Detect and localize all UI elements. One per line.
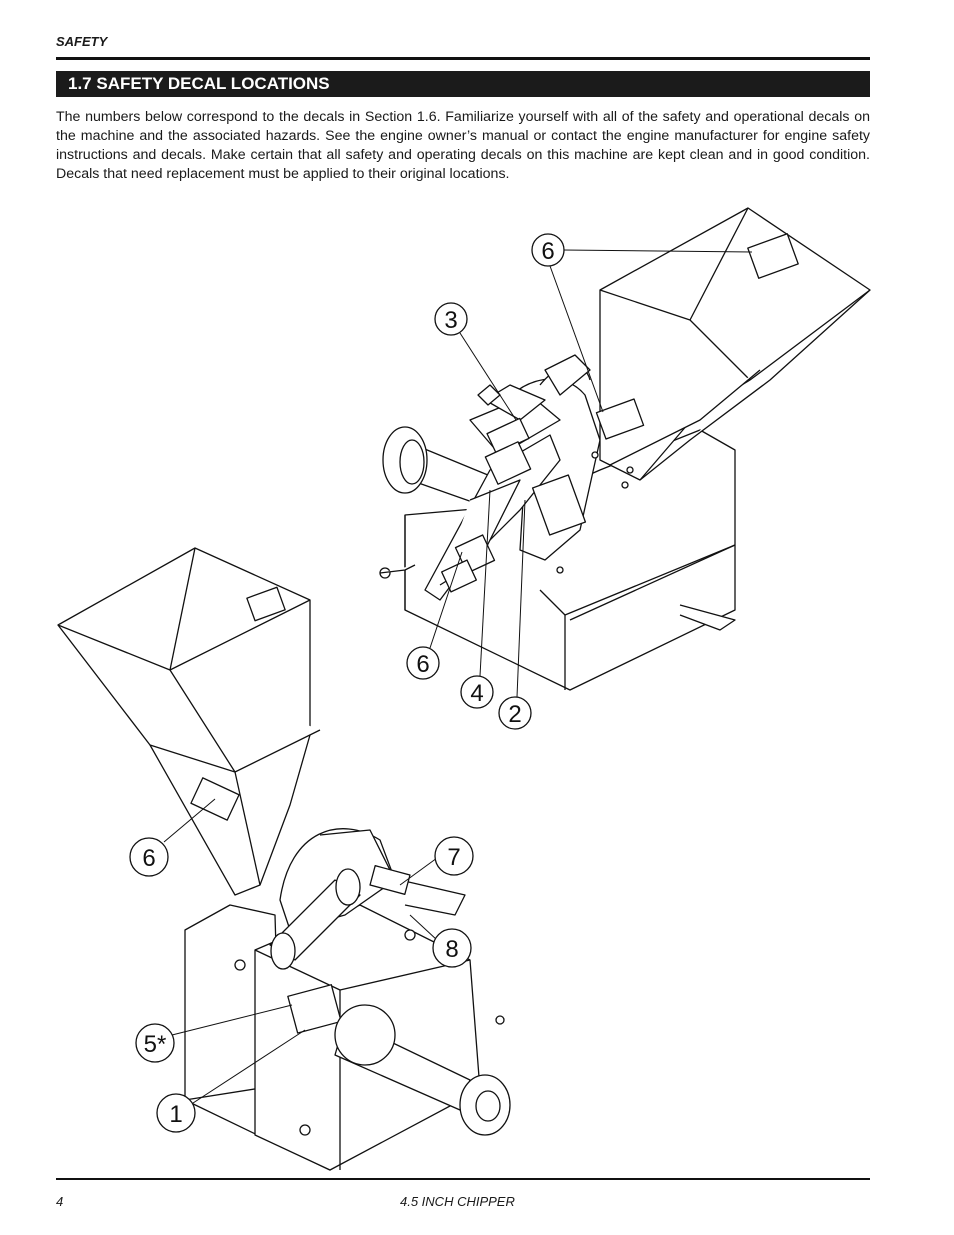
page-number: 4	[56, 1194, 64, 1209]
callout-circle-6-bottom	[406, 646, 440, 680]
callout-label-7: 7	[447, 844, 460, 871]
callout-circle-1	[156, 1093, 196, 1133]
callout-circle-4	[460, 675, 494, 709]
upper-chipper-illustration	[379, 207, 871, 691]
callout-label-4: 4	[470, 680, 483, 707]
callout-label-6-bottom: 6	[416, 651, 429, 678]
callout-circle-3	[434, 302, 468, 336]
callout-circle-7	[434, 836, 474, 876]
callout-label-1: 1	[169, 1101, 182, 1128]
running-header: SAFETY	[56, 34, 108, 49]
callout-circle-5	[135, 1023, 175, 1063]
section-title: 1.7 SAFETY DECAL LOCATIONS	[56, 71, 870, 97]
callout-label-6-top: 6	[541, 238, 554, 265]
callout-label-8: 8	[445, 936, 458, 963]
intro-paragraph: The numbers below correspond to the deca…	[56, 109, 870, 182]
callout-circle-2	[498, 696, 532, 730]
callout-circle-6-lower	[129, 837, 169, 877]
callout-circles	[129, 233, 565, 1133]
callout-label-3: 3	[444, 307, 457, 334]
header-rule	[56, 57, 870, 60]
callout-circle-6-top	[531, 233, 565, 267]
callout-label-2: 2	[508, 701, 521, 728]
lower-chipper-illustration	[57, 547, 511, 1171]
document-title: 4.5 INCH CHIPPER	[400, 1194, 515, 1209]
callout-label-6-lower: 6	[142, 845, 155, 872]
leader-lines	[163, 249, 753, 1106]
callout-circle-8	[432, 928, 472, 968]
callout-label-5: 5*	[144, 1031, 167, 1058]
footer-rule	[56, 1178, 870, 1180]
